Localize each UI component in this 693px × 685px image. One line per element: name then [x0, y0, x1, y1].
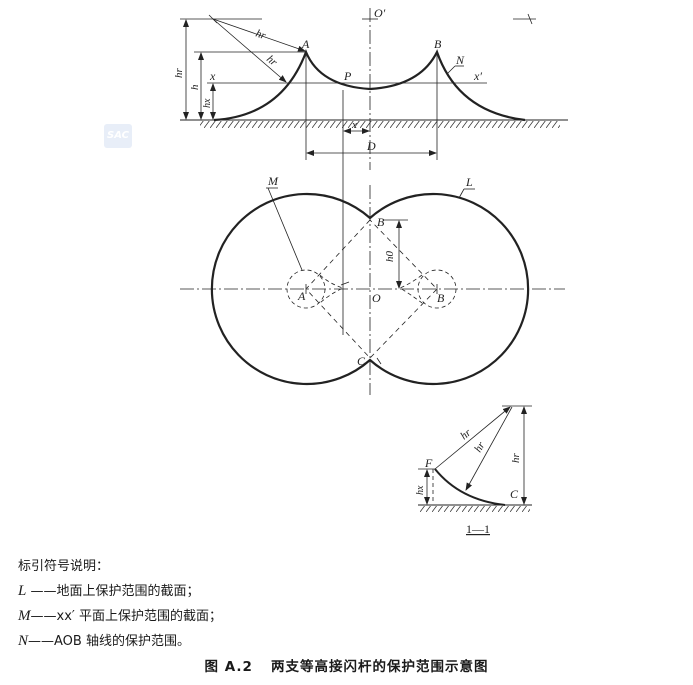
- label-A-plan: A: [297, 289, 306, 303]
- label-P: P: [343, 69, 352, 83]
- sac-watermark: SAC: [104, 124, 132, 148]
- label-x-dim: x: [351, 119, 357, 131]
- label-N: N: [455, 53, 465, 67]
- label-hr-section-1: hr: [458, 426, 474, 442]
- label-x-prime: x′: [473, 69, 482, 83]
- legend-heading: 标引符号说明：: [18, 559, 110, 574]
- legend-item-N: N——AOB 轴线的保护范围。: [18, 633, 190, 649]
- figure-title: 两支等高接闪杆的保护范围示意图: [270, 659, 489, 675]
- protection-curve: [213, 48, 526, 122]
- label-hr-2: hr: [264, 53, 280, 69]
- figure-caption: 图 A.2 两支等高接闪杆的保护范围示意图: [0, 655, 693, 675]
- label-B-right: B: [437, 291, 445, 305]
- label-B: B: [434, 37, 442, 51]
- label-A: A: [301, 37, 310, 51]
- legend-item-M: M——xx′ 平面上保护范围的截面；: [18, 608, 222, 624]
- label-L: L: [465, 175, 473, 189]
- label-x: x: [209, 69, 216, 83]
- legend: 标引符号说明： L ——地面上保护范围的截面； M——xx′ 平面上保护范围的截…: [18, 555, 222, 654]
- elevation-view: [180, 8, 568, 335]
- label-hx-section: hx: [415, 485, 426, 495]
- plan-labels: M L A B B O C h0: [267, 174, 473, 368]
- label-C-section: C: [510, 487, 519, 501]
- protection-range-diagram: A B O′ P N x x′ hr hr hr h hx x D: [173, 6, 568, 536]
- label-hx: hx: [202, 98, 213, 108]
- label-C: C: [357, 354, 366, 368]
- label-hr-vertical: hr: [173, 68, 185, 79]
- xx-section-circle-A: [286, 269, 326, 309]
- label-D: D: [366, 139, 376, 153]
- label-hr-section-vertical: hr: [510, 453, 522, 464]
- section-protection-curve: [434, 468, 506, 506]
- label-B-top: B: [377, 215, 385, 229]
- plan-view: [180, 185, 565, 395]
- label-h0: h0: [384, 251, 396, 263]
- ground-section-outline-L: [210, 192, 530, 386]
- section-view: [418, 405, 532, 512]
- label-hr-1: hr: [254, 28, 268, 43]
- label-hr-section-2: hr: [472, 439, 488, 454]
- label-F: F: [424, 456, 433, 470]
- figure-number: 图 A.2: [204, 659, 253, 675]
- label-O: O: [372, 291, 381, 305]
- label-M: M: [267, 174, 279, 188]
- xx-section-circle-B: [417, 269, 457, 309]
- label-O-prime: O′: [374, 6, 386, 20]
- label-h: h: [189, 84, 201, 90]
- section-labels: F C hr hr hr hx 1—1: [415, 426, 522, 536]
- legend-item-L: L ——地面上保护范围的截面；: [18, 583, 200, 599]
- section-title: 1—1: [466, 522, 490, 536]
- elevation-labels: A B O′ P N x x′ hr hr hr h hx x D: [173, 6, 482, 153]
- ground-hatch: [200, 121, 560, 128]
